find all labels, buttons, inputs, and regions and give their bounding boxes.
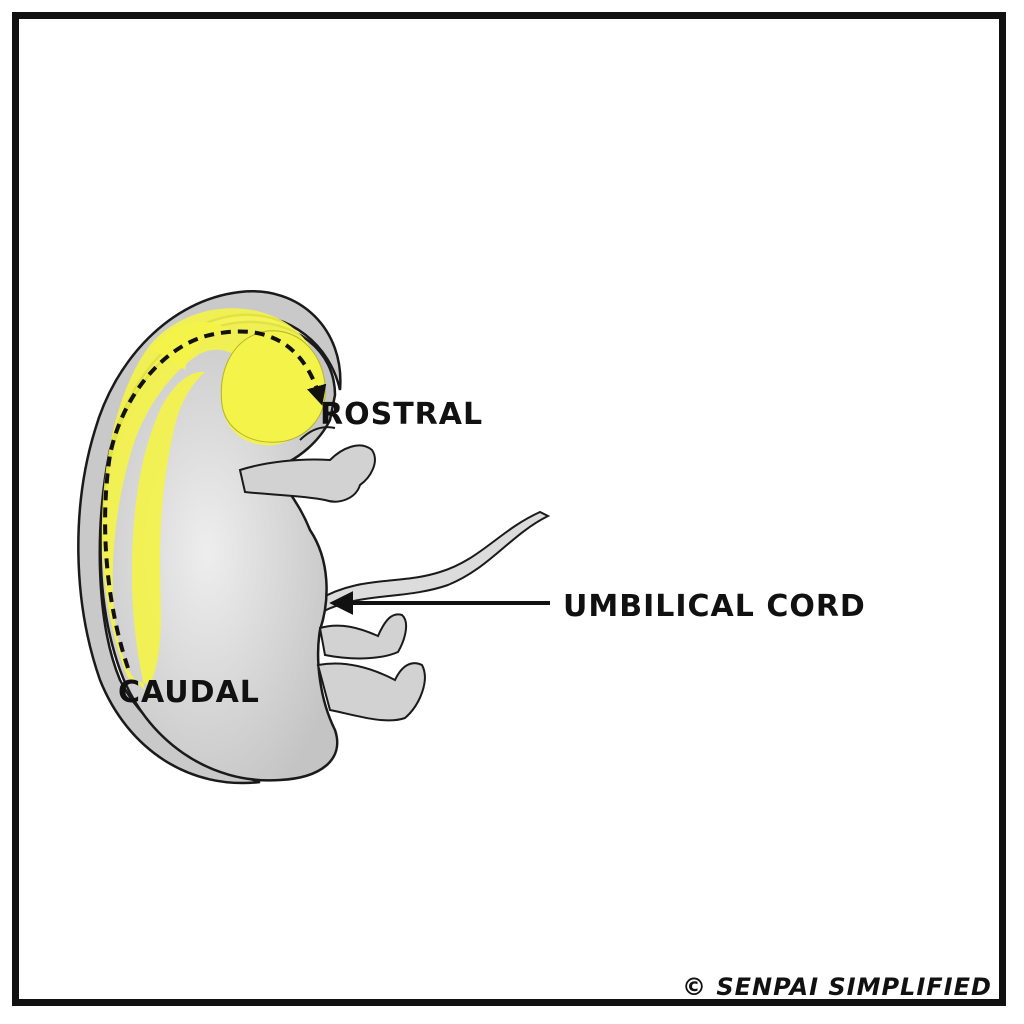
upper-leg bbox=[318, 613, 408, 660]
rostral-caudal-arrow bbox=[103, 329, 327, 669]
embryo-arm bbox=[238, 444, 376, 503]
umbilical-cord-label: UMBILICAL CORD bbox=[563, 589, 866, 624]
umbilical-cord bbox=[316, 510, 551, 614]
caudal-label: CAUDAL bbox=[118, 675, 260, 710]
brain-region bbox=[220, 330, 326, 443]
lower-leg bbox=[316, 662, 426, 722]
face-contour bbox=[299, 426, 336, 441]
copyright-text: © SENPAI SIMPLIFIED bbox=[682, 973, 992, 1001]
rostral-label: ROSTRAL bbox=[320, 397, 483, 432]
